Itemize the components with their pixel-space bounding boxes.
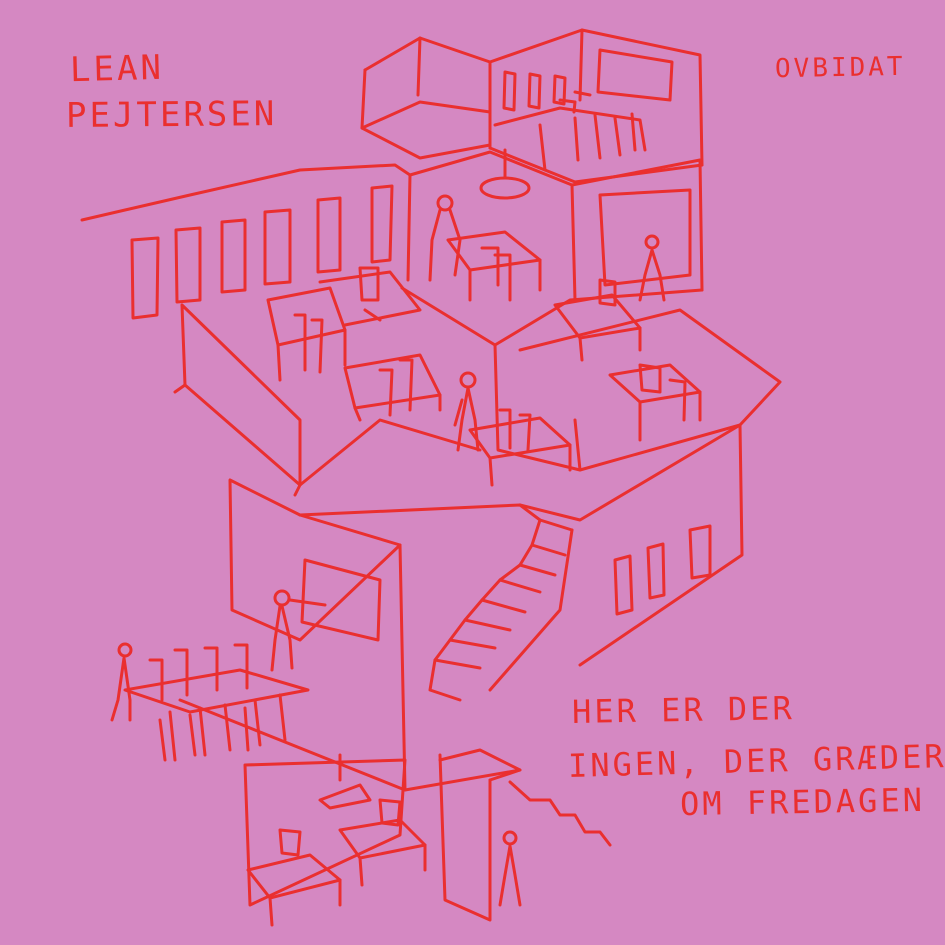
middle-open-office	[80, 148, 782, 497]
slogan-line-2: INGEN, DER GRÆDER	[567, 737, 945, 785]
slogan-line-3: OM FREDAGEN	[679, 780, 926, 824]
top-floor-room	[360, 28, 704, 184]
album-title: OVBIDAT	[774, 51, 906, 85]
artist-name-first: LEAN	[69, 47, 165, 91]
artist-name-last: PEJTERSEN	[65, 94, 278, 136]
basement-floor	[178, 698, 612, 927]
lower-floor	[110, 423, 744, 792]
slogan-line-1: HER ER DER	[571, 689, 795, 731]
